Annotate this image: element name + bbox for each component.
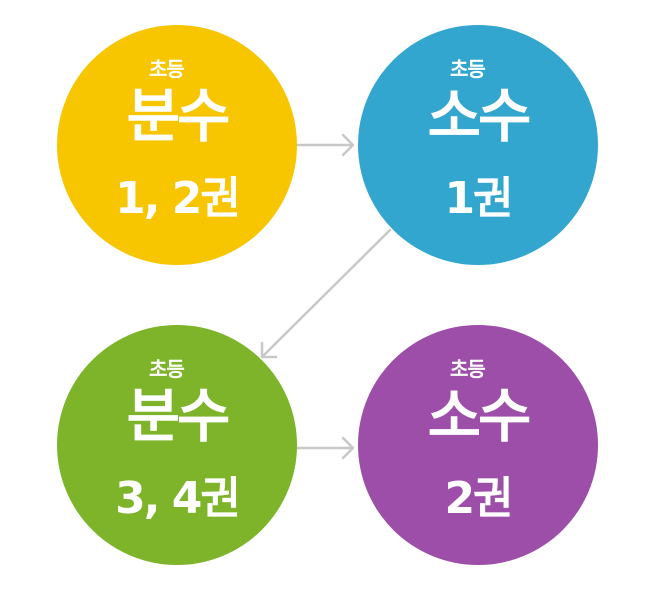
node-fraction-book-1-2: 초등 분수 1, 2권 [57,25,297,265]
subject-label: 분수 [126,82,231,150]
volume-label: 3, 4권 [115,473,241,524]
node-title: 초등 분수 [57,353,297,483]
node-decimal-book-2: 초등 소수 2권 [358,325,598,565]
subject-label: 분수 [126,382,231,450]
node-title: 초등 소수 [358,53,598,183]
volume-label: 1권 [444,173,513,224]
volume-label: 2권 [444,473,513,524]
node-fraction-book-3-4: 초등 분수 3, 4권 [57,325,297,565]
grade-label: 초등 [450,57,486,81]
grade-label: 초등 [149,57,185,81]
arrow-3-to-4 [296,436,355,460]
node-title: 초등 소수 [358,353,598,483]
arrow-1-to-2 [296,133,355,157]
arrow-2-to-3 [260,228,392,359]
subject-label: 소수 [427,382,532,450]
volume-label: 1, 2권 [115,173,241,224]
grade-label: 초등 [450,357,486,381]
node-title: 초등 분수 [57,53,297,183]
node-decimal-book-1: 초등 소수 1권 [358,25,598,265]
subject-label: 소수 [427,82,532,150]
grade-label: 초등 [149,357,185,381]
